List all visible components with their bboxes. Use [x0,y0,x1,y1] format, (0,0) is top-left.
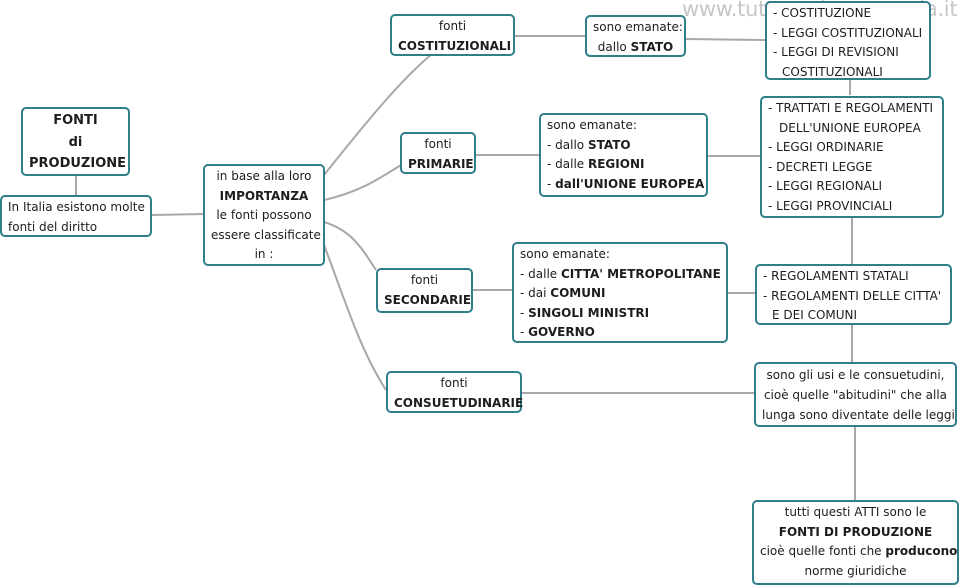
intro-line-2: fonti del diritto [8,219,98,234]
primarie-emanate-node: sono emanate: - dallo STATO - dalle REGI… [539,113,708,197]
importanza-line-2: IMPORTANZA [219,188,309,203]
root-node: FONTI di PRODUZIONE [21,107,130,176]
primarie-emanate-line-1: sono emanate: [547,118,637,132]
conclusione-line-2: FONTI DI PRODUZIONE [778,524,933,539]
root-line-3: PRODUZIONE [29,156,127,171]
primarie-atti-line-5: - LEGGI REGIONALI [768,179,882,193]
costituzionali-emanate-line-1: sono emanate: [593,20,683,34]
conclusione-line-3: cioè quelle fonti che producono [760,544,958,558]
consuetudinarie-label-node: fonti CONSUETUDINARIE [386,371,524,413]
costituzionali-atti-line-4: COSTITUZIONALI [782,64,883,79]
primarie-emanate-line-3: - dalle REGIONI [547,157,645,171]
primarie-atti-line-6: - LEGGI PROVINCIALI [768,198,893,213]
secondarie-emanate-node: sono emanate: - dalle CITTA' METROPOLITA… [512,242,728,343]
intro-line-1: In Italia esistono molte [8,200,145,214]
consuetudinarie-desc-line-2: cioè quelle "abitudini" che alla [763,388,948,402]
conclusione-node: tutti questi ATTI sono le FONTI DI PRODU… [752,500,959,585]
primarie-label-node: fonti PRIMARIE [400,132,476,174]
importanza-line-5: in : [254,247,274,261]
secondarie-label-line-1: fonti [410,273,439,287]
secondarie-atti-line-2: - REGOLAMENTI DELLE CITTA' [763,288,942,303]
secondarie-emanate-line-5: - GOVERNO [520,325,595,339]
primarie-label-line-1: fonti [424,137,452,151]
importanza-node: in base alla loro IMPORTANZA le fonti po… [203,164,325,266]
conclusione-line-4: norme giuridiche [804,563,907,578]
costituzionali-atti-line-3: - LEGGI DI REVISIONI [773,45,899,59]
root-line-1: FONTI [53,113,98,128]
root-line-2: di [68,134,83,150]
consuetudinarie-desc-line-3: lunga sono diventate delle leggi [762,408,955,422]
importanza-line-1: in base alla loro [216,169,312,183]
importanza-line-4: essere classificate [211,227,321,242]
costituzionali-label-line-1: fonti [438,19,467,33]
conclusione-line-1: tutti questi ATTI sono le [784,505,927,519]
consuetudinarie-label-line-2: CONSUETUDINARIE [394,395,524,410]
consuetudinarie-label-line-1: fonti [440,376,468,390]
secondarie-emanate-line-4: - SINGOLI MINISTRI [520,305,650,320]
secondarie-emanate-line-1: sono emanate: [520,247,610,261]
primarie-atti-line-3: - LEGGI ORDINARIE [768,140,884,154]
costituzionali-atti-line-1: - COSTITUZIONE [773,6,872,20]
primarie-atti-line-1: - TRATTATI E REGOLAMENTI [768,101,934,115]
secondarie-atti-line-1: - REGOLAMENTI STATALI [763,269,909,283]
consuetudinarie-desc-node: sono gli usi e le consuetudini, cioè que… [754,362,957,427]
costituzionali-label-line-2: COSTITUZIONALI [398,38,512,53]
secondarie-label-node: fonti SECONDARIE [376,268,473,313]
secondarie-atti-line-3: E DEI COMUNI [772,308,858,322]
secondarie-emanate-line-2: - dalle CITTA' METROPOLITANE [520,266,721,281]
primarie-label-line-2: PRIMARIE [408,156,474,171]
secondarie-atti-node: - REGOLAMENTI STATALI - REGOLAMENTI DELL… [755,264,952,325]
costituzionali-atti-node: - COSTITUZIONE - LEGGI COSTITUZIONALI - … [765,1,931,80]
intro-node: In Italia esistono molte fonti del dirit… [0,195,152,237]
costituzionali-label-node: fonti COSTITUZIONALI [390,14,515,56]
costituzionali-emanate-line-2: dallo STATO [597,39,674,54]
primarie-atti-line-2: DELL'UNIONE EUROPEA [779,120,921,135]
consuetudinarie-desc-line-1: sono gli usi e le consuetudini, [766,368,945,382]
primarie-emanate-line-2: - dallo STATO [547,137,631,152]
secondarie-label-line-2: SECONDARIE [384,292,472,307]
primarie-atti-node: - TRATTATI E REGOLAMENTI DELL'UNIONE EUR… [760,96,944,218]
costituzionali-emanate-node: sono emanate: dallo STATO [585,15,686,57]
primarie-atti-line-4: - DECRETI LEGGE [768,159,873,174]
secondarie-emanate-line-3: - dai COMUNI [520,286,606,300]
costituzionali-atti-line-2: - LEGGI COSTITUZIONALI [773,25,923,40]
primarie-emanate-line-4: - dall'UNIONE EUROPEA [547,176,705,191]
importanza-line-3: le fonti possono [216,208,312,222]
